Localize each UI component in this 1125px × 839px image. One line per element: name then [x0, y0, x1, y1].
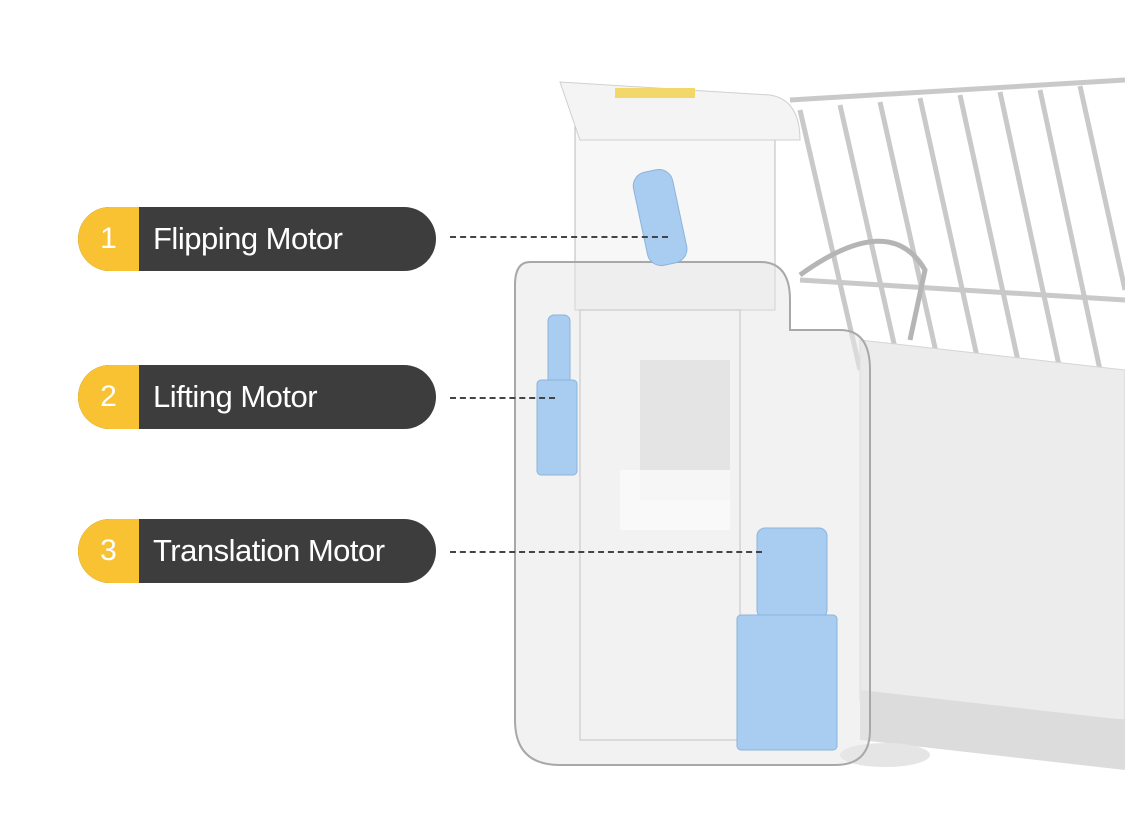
callout-label: Flipping Motor [153, 221, 343, 256]
leader-line-3 [450, 551, 762, 553]
callout-flipping-motor: 1 Flipping Motor [78, 207, 436, 271]
lifting-motor [536, 379, 578, 476]
motor-shapes [536, 168, 838, 751]
callout-translation-motor: 3 Translation Motor [78, 519, 436, 583]
rack-base [840, 339, 1125, 770]
flipping-motor [632, 168, 688, 267]
leader-line-2 [450, 397, 555, 399]
translation-motor-shaft [756, 527, 828, 619]
wire-rack [789, 77, 1125, 371]
translation-motor [736, 614, 838, 751]
callout-label: Lifting Motor [153, 379, 318, 414]
callout-label: Translation Motor [153, 533, 385, 568]
callout-number: 2 [78, 365, 139, 429]
leader-line-1 [450, 236, 668, 238]
callout-lifting-motor: 2 Lifting Motor [78, 365, 436, 429]
callout-number: 3 [78, 519, 139, 583]
lifting-motor-shaft [547, 314, 571, 386]
callout-number: 1 [78, 207, 139, 271]
